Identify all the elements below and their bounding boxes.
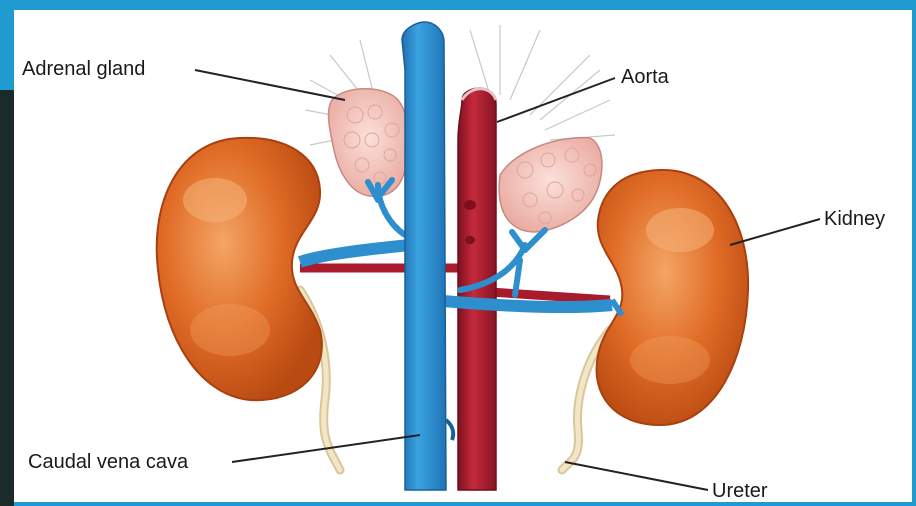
right-kidney-highlight-lower (630, 336, 710, 384)
caudal-vena-cava-label: Caudal vena cava (28, 451, 188, 473)
adrenal-gland-label: Adrenal gland (22, 58, 145, 80)
left-kidney-highlight (183, 178, 247, 222)
left-kidney-highlight-lower (190, 304, 270, 356)
kidney-label: Kidney (824, 208, 885, 230)
ureter-label: Ureter (712, 480, 768, 502)
left-dark-panel (0, 90, 14, 506)
aorta-label: Aorta (621, 66, 669, 88)
caudal-vena-cava-vessel (402, 22, 446, 490)
right-kidney-highlight (646, 208, 714, 252)
right-renal-vein (430, 300, 612, 307)
